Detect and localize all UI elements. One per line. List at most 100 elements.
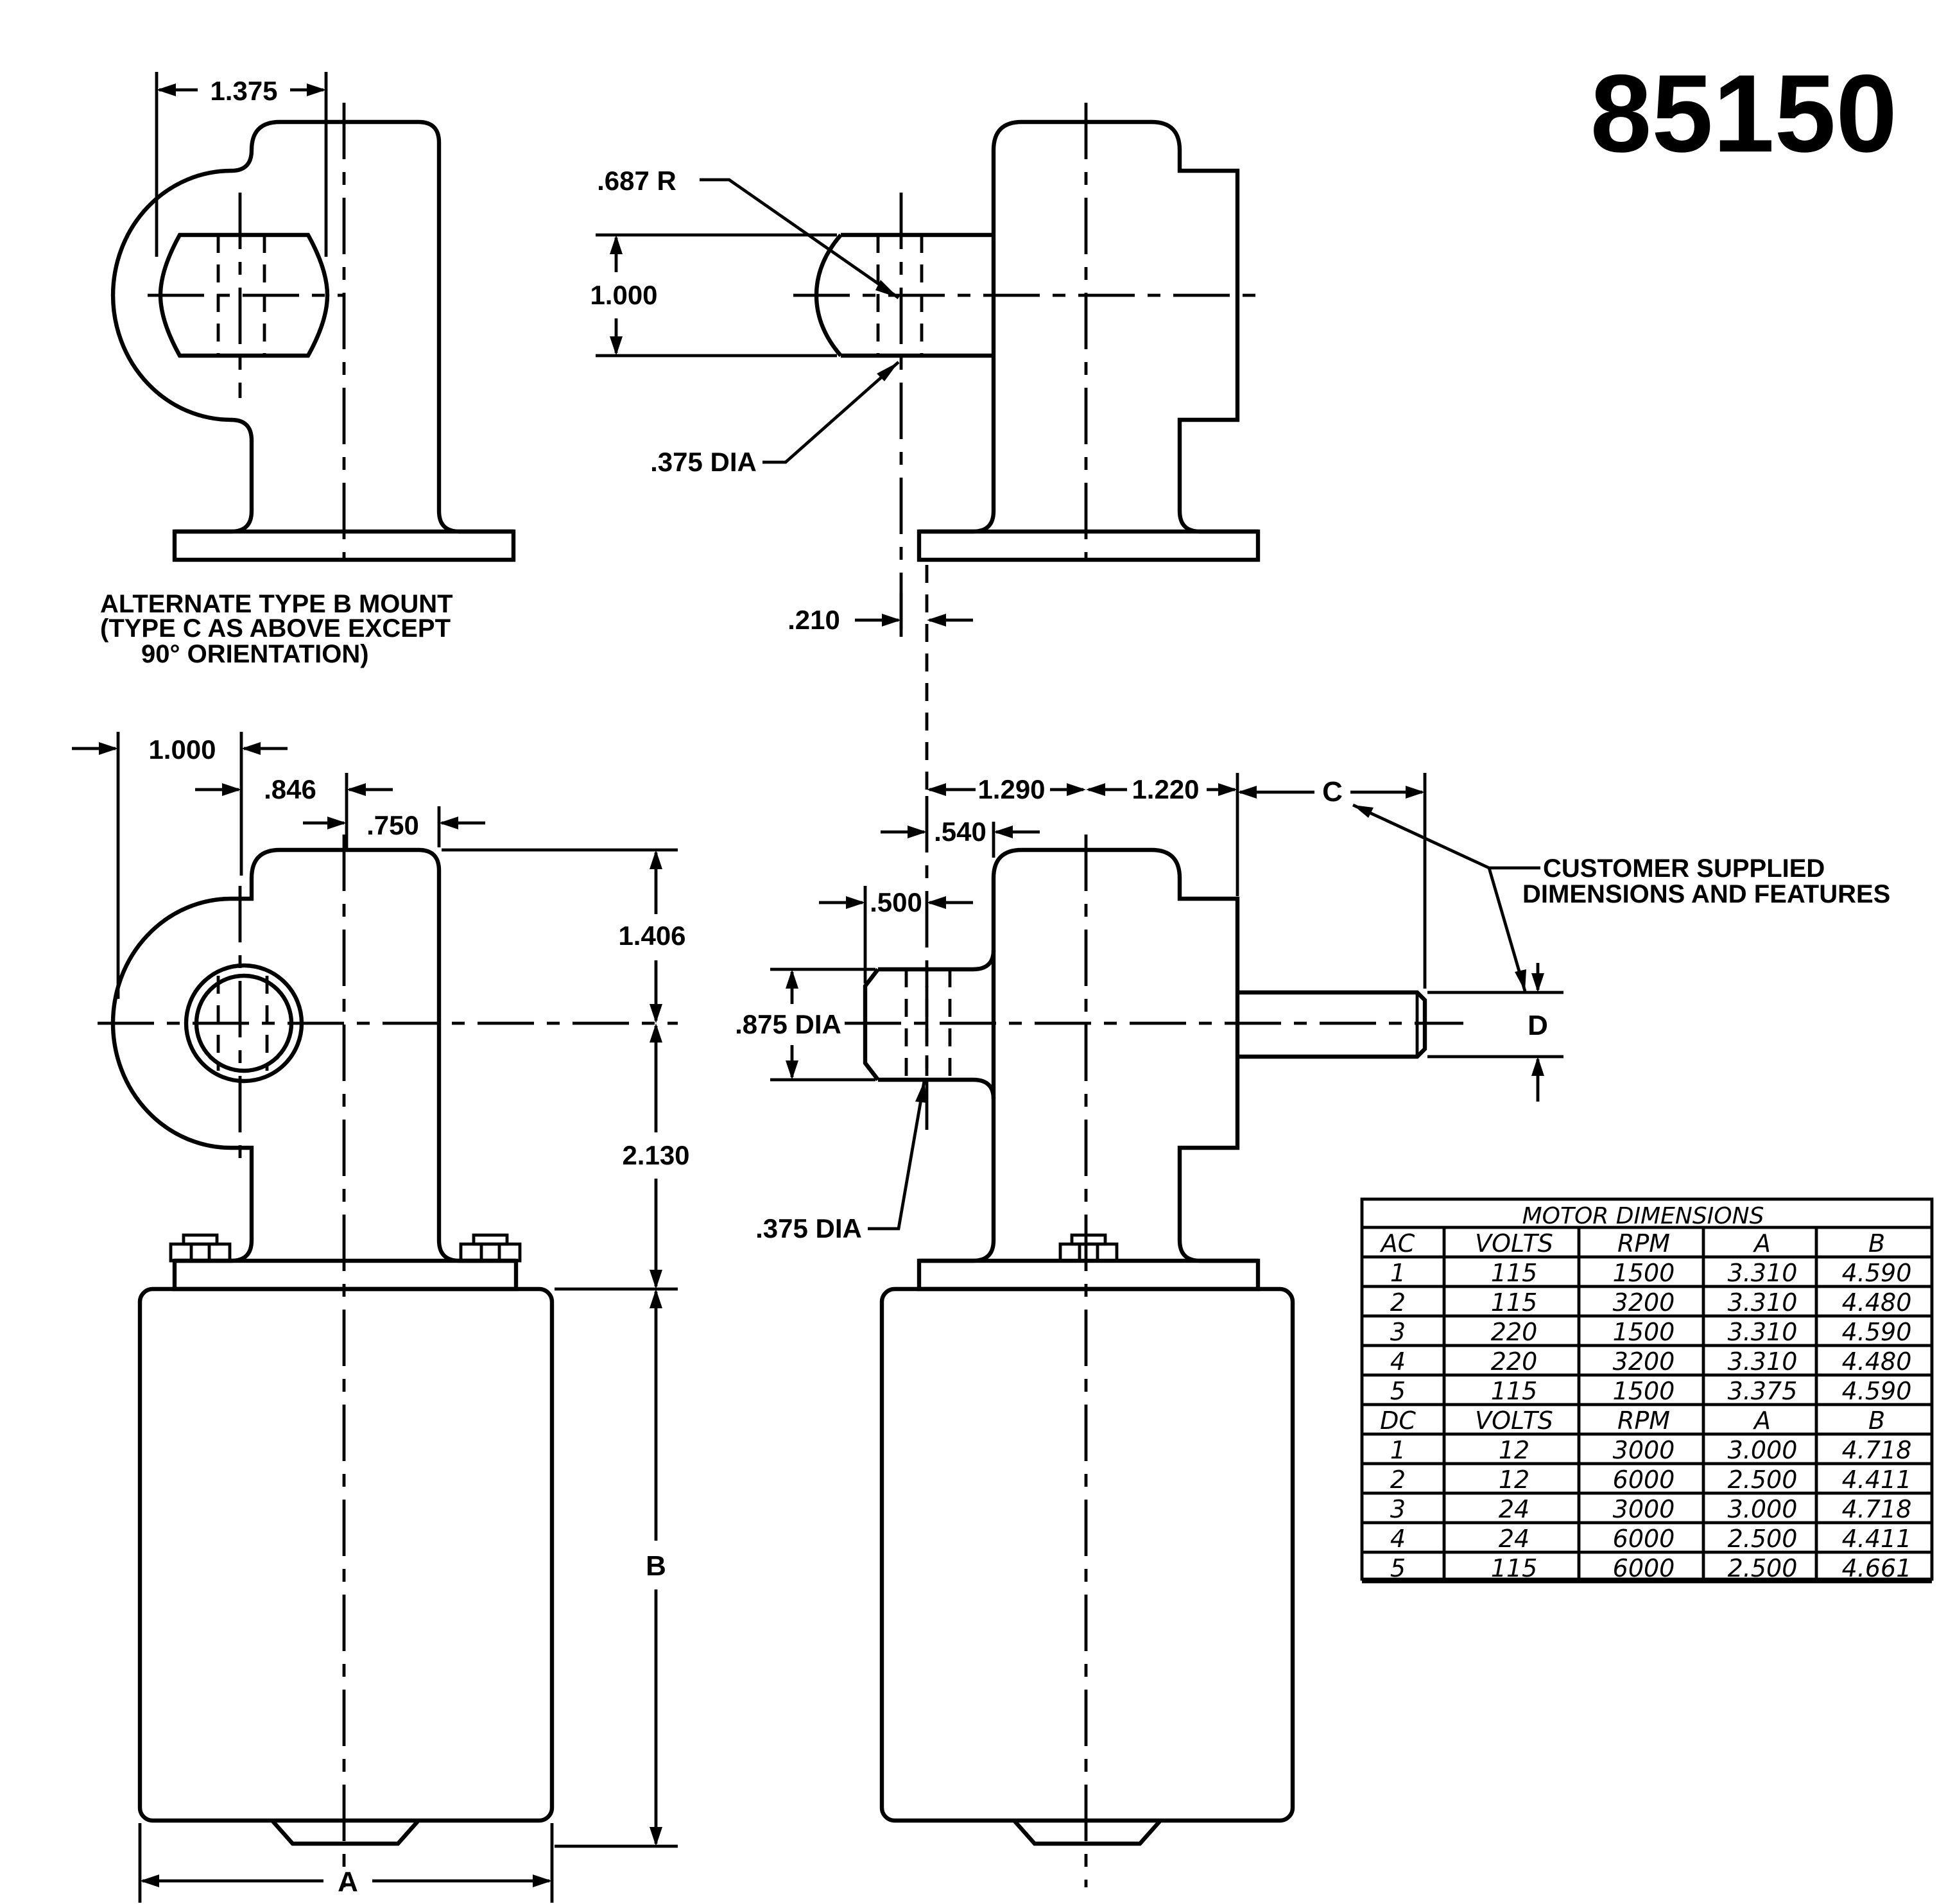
front-view-dimensions: 1.290 1.220 C .540 .500 .875 DIA [735, 773, 1563, 1243]
side-view [98, 835, 678, 1887]
table-cell: 2 [1390, 1288, 1406, 1317]
alternate-mount-note-line-3: 90° ORIENTATION) [141, 640, 369, 668]
dim-875-dia: .875 DIA [735, 1009, 841, 1039]
table-cell: 220 [1491, 1347, 1538, 1376]
table-header-cell: A [1752, 1406, 1771, 1435]
alternate-mount-note-line-1: ALTERNATE TYPE B MOUNT [100, 590, 453, 618]
dim-687r: .687 R [597, 166, 676, 196]
motor-body-front [879, 1286, 1295, 1823]
table-cell: 4.590 [1842, 1377, 1912, 1405]
table-cell: 2.500 [1728, 1554, 1798, 1582]
table-cell: 4.411 [1842, 1525, 1912, 1553]
table-header-cell: B [1868, 1406, 1885, 1435]
table-header-cell: RPM [1617, 1229, 1670, 1258]
table-cell: 220 [1491, 1318, 1538, 1346]
table-cell: 24 [1499, 1525, 1529, 1553]
part-number: 85150 [1590, 52, 1897, 175]
table-header-cell: DC [1380, 1406, 1416, 1435]
dim-A: A [338, 1866, 358, 1898]
table-cell: 4.480 [1842, 1288, 1912, 1317]
table-cell: 3200 [1613, 1347, 1675, 1376]
dim-750: .750 [366, 810, 419, 840]
table-cell: 3.000 [1728, 1436, 1798, 1464]
table-cell: 4.718 [1842, 1495, 1912, 1523]
table-cell: 4 [1390, 1347, 1406, 1376]
dim-210-group: .210 [788, 565, 973, 796]
table-cell: 6000 [1613, 1525, 1675, 1553]
table-cell: 2.500 [1728, 1525, 1798, 1553]
table-header-cell: VOLTS [1475, 1229, 1553, 1258]
dim-1375: 1.375 [210, 76, 277, 106]
table-cell: 3000 [1613, 1495, 1675, 1523]
motor-dimensions-table: MOTOR DIMENSIONS AC VOLTS RPM A B 1 115 1500 3.3… [1360, 1197, 1934, 1584]
dim-540: .540 [934, 817, 986, 847]
customer-note: CUSTOMER SUPPLIED DIMENSIONS AND FEATURE… [1352, 803, 1890, 992]
table-cell: 3 [1390, 1495, 1406, 1523]
front-view [845, 796, 1463, 1887]
table-cell: 12 [1499, 1466, 1529, 1494]
table-cell: 1 [1390, 1259, 1406, 1287]
table-cell: 3 [1390, 1318, 1406, 1346]
table-cell: 1500 [1613, 1377, 1675, 1405]
table-cell: 1500 [1613, 1318, 1675, 1346]
dim-C: C [1322, 776, 1343, 808]
table-cell: 12 [1499, 1436, 1529, 1464]
table-cell: 4.480 [1842, 1347, 1912, 1376]
type-c-top-view: 1.000 .687 R .375 DIA [590, 103, 1264, 629]
dim-D: D [1528, 1010, 1548, 1041]
table-cell: 3.310 [1728, 1259, 1798, 1287]
table-header-cell: A [1752, 1229, 1771, 1258]
table-cell: 6000 [1613, 1466, 1675, 1494]
nut-right [459, 1233, 522, 1263]
table-cell: 115 [1491, 1288, 1538, 1317]
table-cell: 24 [1499, 1495, 1529, 1523]
table-cell: 3.375 [1728, 1377, 1798, 1405]
table-header-cell: B [1868, 1229, 1885, 1258]
customer-note-line-2: DIMENSIONS AND FEATURES [1522, 880, 1890, 908]
table-cell: 115 [1491, 1377, 1538, 1405]
dim-1290: 1.290 [977, 774, 1045, 804]
customer-note-line-1: CUSTOMER SUPPLIED [1543, 854, 1825, 883]
motor-table-title: MOTOR DIMENSIONS [1522, 1203, 1764, 1229]
nut-left [169, 1233, 232, 1263]
dim-2130: 2.130 [622, 1140, 689, 1170]
dim-846: .846 [264, 774, 316, 804]
dim-1000-top: 1.000 [590, 280, 657, 310]
dim-375-dia-top: .375 DIA [650, 447, 757, 477]
dim-B: B [646, 1550, 666, 1582]
table-cell: 6000 [1613, 1554, 1675, 1582]
table-cell: 4 [1390, 1525, 1406, 1553]
table-cell: 4.661 [1842, 1554, 1912, 1582]
table-cell: 3200 [1613, 1288, 1675, 1317]
table-cell: 3.310 [1728, 1318, 1798, 1346]
table-header-cell: AC [1379, 1229, 1415, 1258]
table-cell: 3.310 [1728, 1347, 1798, 1376]
side-view-dimensions: 1.000 .846 .750 1.406 2.130 B [72, 732, 690, 1903]
table-cell: 1 [1390, 1436, 1406, 1464]
table-cell: 115 [1491, 1554, 1538, 1582]
table-cell: 4.411 [1842, 1466, 1912, 1494]
table-cell: 1500 [1613, 1259, 1675, 1287]
table-cell: 3.000 [1728, 1495, 1798, 1523]
dim-1000-side: 1.000 [148, 734, 216, 765]
table-cell: 115 [1491, 1259, 1538, 1287]
table-cell: 4.590 [1842, 1259, 1912, 1287]
table-cell: 2 [1390, 1466, 1406, 1494]
table-header-cell: VOLTS [1475, 1406, 1553, 1435]
dim-375-dia-front: .375 DIA [755, 1213, 862, 1243]
alternate-mount-view: 1.375 [110, 72, 516, 562]
table-header-cell: RPM [1617, 1406, 1670, 1435]
alternate-mount-note-line-2: (TYPE C AS ABOVE EXCEPT [100, 614, 451, 643]
dim-210: .210 [788, 605, 840, 635]
table-cell: 4.590 [1842, 1318, 1912, 1346]
dim-1406: 1.406 [618, 921, 685, 951]
motor-body [137, 1286, 555, 1823]
nut-front [1058, 1233, 1119, 1263]
table-cell: 3.310 [1728, 1288, 1798, 1317]
table-cell: 5 [1390, 1377, 1406, 1405]
table-cell: 3000 [1613, 1436, 1675, 1464]
dim-1220: 1.220 [1132, 774, 1199, 804]
table-cell: 2.500 [1728, 1466, 1798, 1494]
table-cell: 5 [1390, 1554, 1406, 1582]
